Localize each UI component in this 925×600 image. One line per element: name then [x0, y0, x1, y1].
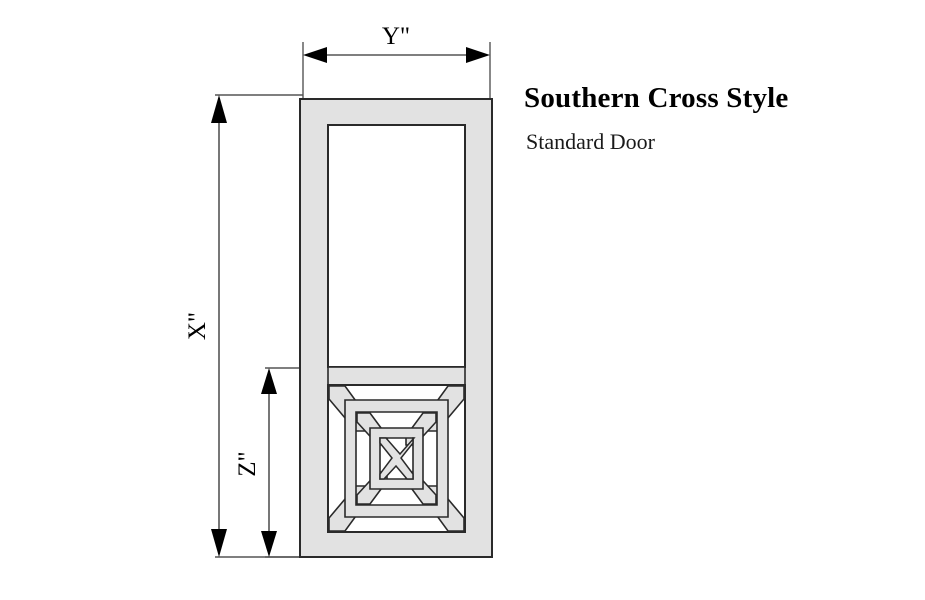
panel-arrow-bottom-icon [261, 531, 277, 557]
width-arrow-right-icon [466, 47, 490, 63]
height-arrow-top-icon [211, 95, 227, 123]
dimension-width-group: Y" [302, 23, 491, 99]
title-block: Southern Cross Style Standard Door [524, 82, 904, 156]
page-title: Southern Cross Style [524, 82, 789, 114]
width-arrow-left-icon [303, 47, 327, 63]
door-elevation-icon [299, 98, 493, 558]
dimension-height-group: X" [184, 94, 303, 558]
southern-cross-panel-icon [327, 384, 466, 533]
height-arrow-bottom-icon [211, 529, 227, 557]
center-x-shape [379, 437, 416, 480]
panel-arrow-top-icon [261, 368, 277, 394]
mid-rail [327, 366, 466, 386]
cross-center-square [369, 427, 424, 490]
dimension-panel-group: Z" [234, 367, 303, 558]
panel-dimension-label: Z" [234, 451, 261, 476]
upper-screen-opening [327, 124, 466, 368]
width-dimension-label: Y" [382, 23, 410, 50]
center-saltire-cross-icon [379, 437, 416, 480]
page-subtitle: Standard Door [526, 129, 655, 155]
height-dimension-label: X" [184, 312, 211, 340]
cross-middle-square [344, 399, 449, 518]
